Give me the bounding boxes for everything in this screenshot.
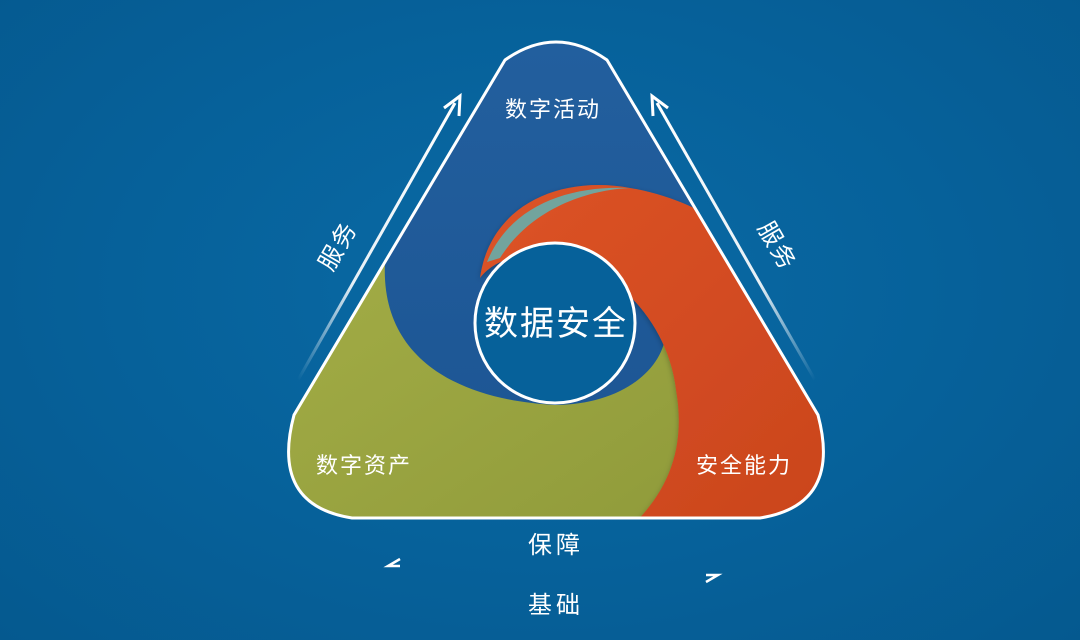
bottom-upper-label: 保障 xyxy=(528,531,584,559)
triangle-outline xyxy=(287,40,825,520)
center-circle xyxy=(473,241,637,405)
section-top-label: 数字活动 xyxy=(505,98,601,123)
left-service-arrow xyxy=(296,92,462,381)
arrow-head-icon xyxy=(443,92,462,117)
section-bottom-left-fill xyxy=(288,262,686,518)
swirl-highlight xyxy=(487,187,630,262)
left-side-label: 服务 xyxy=(313,216,363,275)
section-bottom-right-label: 安全能力 xyxy=(696,454,792,479)
section-bottom-left-label: 数字资产 xyxy=(316,454,412,479)
bottom-double-arrow xyxy=(383,557,723,584)
right-side-label: 服务 xyxy=(752,216,802,275)
center-label: 数据安全 xyxy=(484,304,628,344)
arrow-right-icon xyxy=(705,573,723,584)
bottom-lower-label: 基础 xyxy=(528,591,584,619)
right-service-arrow xyxy=(650,92,817,381)
arrow-left-icon xyxy=(383,557,401,568)
arrow-head-icon xyxy=(650,92,669,117)
